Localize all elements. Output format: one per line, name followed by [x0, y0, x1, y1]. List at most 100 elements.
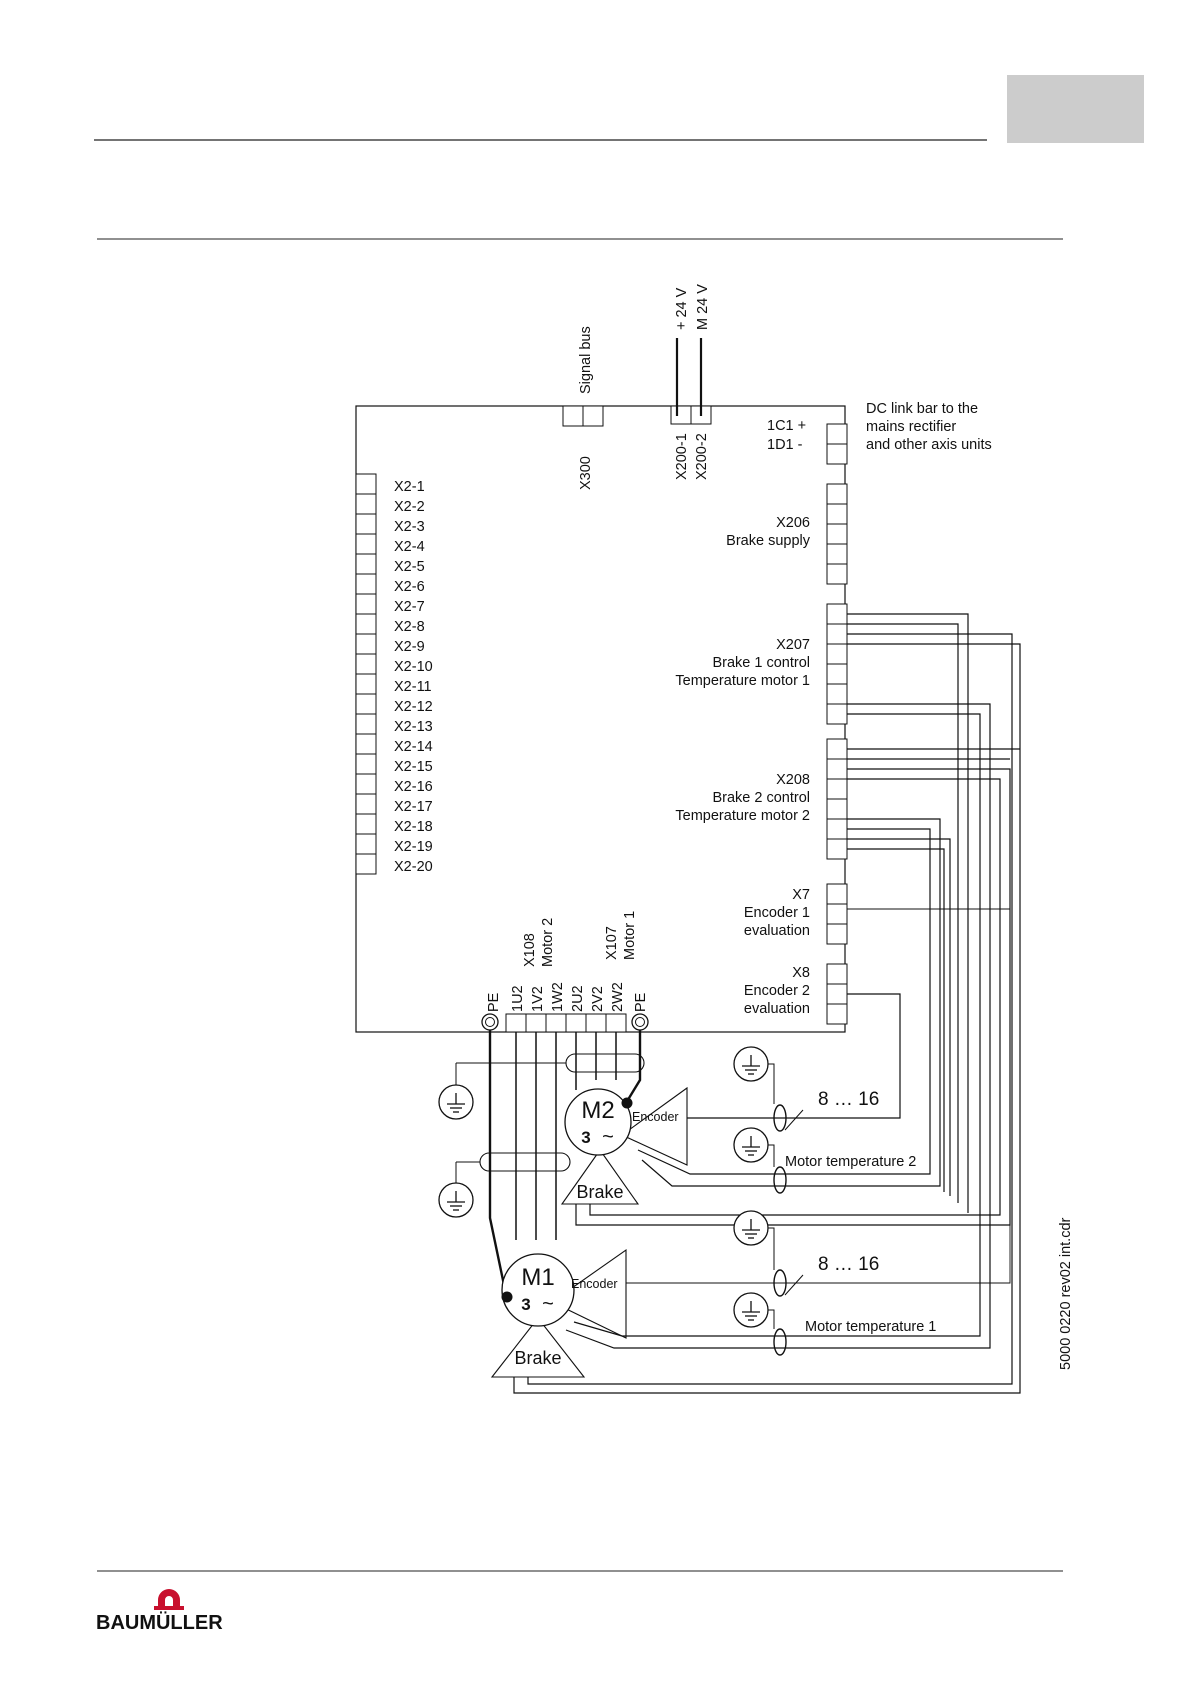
motor2-tilde: ~ [602, 1126, 614, 1148]
motor2-name: M2 [581, 1097, 614, 1124]
x2-pin-label: X2-14 [394, 739, 433, 755]
x2-pin-label: X2-10 [394, 659, 433, 675]
motor-terminal-block [505, 1013, 627, 1033]
x2-pin-label: X2-8 [394, 619, 425, 635]
x2-pin-label: X2-5 [394, 559, 425, 575]
x7-connector [826, 883, 848, 945]
x300-label: X300 [578, 456, 594, 490]
x2-pin-label: X2-17 [394, 799, 433, 815]
x2-pin-label: X2-6 [394, 579, 425, 595]
motor1-conn-label: Motor 1 [622, 911, 638, 960]
dc-link-note-1: DC link bar to the [866, 401, 978, 417]
x208-connector [826, 738, 848, 860]
x2-pin-labels: X2-1 X2-2 X2-3 X2-4 X2-5 X2-6 X2-7 X2-8 … [394, 479, 433, 875]
motor2-cable-range: 8 … 16 [818, 1089, 879, 1110]
x2-pin-label: X2-16 [394, 779, 433, 795]
dc-1d1-label: 1D1 - [767, 437, 803, 453]
x207-desc-2: Temperature motor 1 [675, 673, 810, 689]
x200-2-label: X200-2 [694, 433, 710, 480]
motor1-name: M1 [521, 1264, 554, 1291]
x107-label: X107 [604, 926, 620, 960]
motor1-power-wires [488, 1030, 557, 1286]
x7-desc-1: Encoder 1 [744, 905, 810, 921]
terminal-label: 1W2 [550, 982, 566, 1012]
x2-pin-label: X2-20 [394, 859, 433, 875]
x8-label: X8 [792, 965, 810, 981]
motor1-tilde: ~ [542, 1293, 554, 1315]
x208-desc-1: Brake 2 control [712, 790, 810, 806]
terminal-label: 2U2 [570, 985, 586, 1012]
motor1-symbol [490, 1248, 627, 1378]
motor-terminal-labels: PE 1U2 1V2 1W2 2U2 2V2 2W2 PE [486, 982, 649, 1012]
x7-desc-2: evaluation [744, 923, 810, 939]
terminal-label: 1U2 [510, 985, 526, 1012]
pe-terminal-right [631, 1013, 649, 1031]
x207-desc-1: Brake 1 control [712, 655, 810, 671]
x8-desc-2: evaluation [744, 1001, 810, 1017]
x2-connector [355, 473, 377, 875]
x207-connector [826, 603, 848, 725]
motor1-temp-label: Motor temperature 1 [805, 1319, 936, 1335]
terminal-label: 1V2 [530, 986, 546, 1012]
x8-connector [826, 963, 848, 1025]
ground-icon [733, 1046, 769, 1082]
x300-connector [562, 405, 604, 427]
ground-icon [733, 1210, 769, 1246]
dc-link-note-2: mains rectifier [866, 419, 956, 435]
x200-connector [670, 338, 712, 425]
brand-logo-text: BAUMÜLLER [96, 1611, 223, 1634]
x2-pin-label: X2-11 [394, 679, 432, 695]
x2-pin-label: X2-7 [394, 599, 425, 615]
motor2-encoder-label: Encoder [632, 1110, 679, 1124]
shield-clamp-upper [565, 1053, 645, 1073]
motor2-phase: 3 [581, 1128, 590, 1147]
ground-icon [733, 1292, 769, 1328]
dc-link-note-3: and other axis units [866, 437, 992, 453]
x2-pin-label: X2-15 [394, 759, 433, 775]
x2-pin-label: X2-1 [394, 479, 425, 495]
x2-pin-label: X2-13 [394, 719, 433, 735]
x108-label: X108 [522, 933, 538, 967]
x208-label: X208 [776, 772, 810, 788]
x2-pin-label: X2-9 [394, 639, 425, 655]
terminal-label: 2W2 [610, 982, 626, 1012]
motor1-temperature-cable [565, 703, 991, 1356]
motor2-encoder-cable [687, 993, 901, 1132]
motor2-temperature-cable [637, 818, 941, 1194]
dc-link-connector [826, 423, 848, 465]
ground-icon [438, 1084, 474, 1120]
x8-desc-1: Encoder 2 [744, 983, 810, 999]
brake-supply-bus [847, 613, 1020, 1213]
motor1-encoder-label: Encoder [571, 1277, 618, 1291]
x2-pin-label: X2-18 [394, 819, 433, 835]
x206-connector [826, 483, 848, 585]
signal-bus-label: Signal bus [578, 326, 594, 394]
x208-desc-2: Temperature motor 2 [675, 808, 810, 824]
motor2-temp-label: Motor temperature 2 [785, 1154, 916, 1170]
section-tab [1007, 75, 1144, 143]
motor1-cable-range: 8 … 16 [818, 1254, 879, 1275]
x206-label: X206 [776, 515, 810, 531]
motor1-phase: 3 [521, 1295, 530, 1314]
x7-label: X7 [792, 887, 810, 903]
x207-label: X207 [776, 637, 810, 653]
pe-terminal-left [481, 1013, 499, 1031]
x2-pin-label: X2-2 [394, 499, 425, 515]
terminal-label: PE [633, 992, 649, 1012]
motor1-brake-cable [513, 633, 1021, 1394]
x2-pin-label: X2-19 [394, 839, 433, 855]
motor1-encoder-cable [626, 908, 1011, 1297]
x2-pin-label: X2-12 [394, 699, 433, 715]
x200-1-label: X200-1 [674, 433, 690, 480]
m24v-label: M 24 V [695, 284, 711, 330]
x2-pin-label: X2-3 [394, 519, 425, 535]
ground-icon [438, 1182, 474, 1218]
drawing-id: 5000 0220 rev02 int.cdr [1058, 1217, 1074, 1370]
dc-1c1-label: 1C1 + [767, 418, 806, 434]
baumuller-logo [154, 1589, 184, 1610]
ground-icon [733, 1127, 769, 1163]
motor2-symbol [560, 1086, 688, 1205]
terminal-label: 2V2 [590, 986, 606, 1012]
x206-desc: Brake supply [726, 533, 811, 549]
